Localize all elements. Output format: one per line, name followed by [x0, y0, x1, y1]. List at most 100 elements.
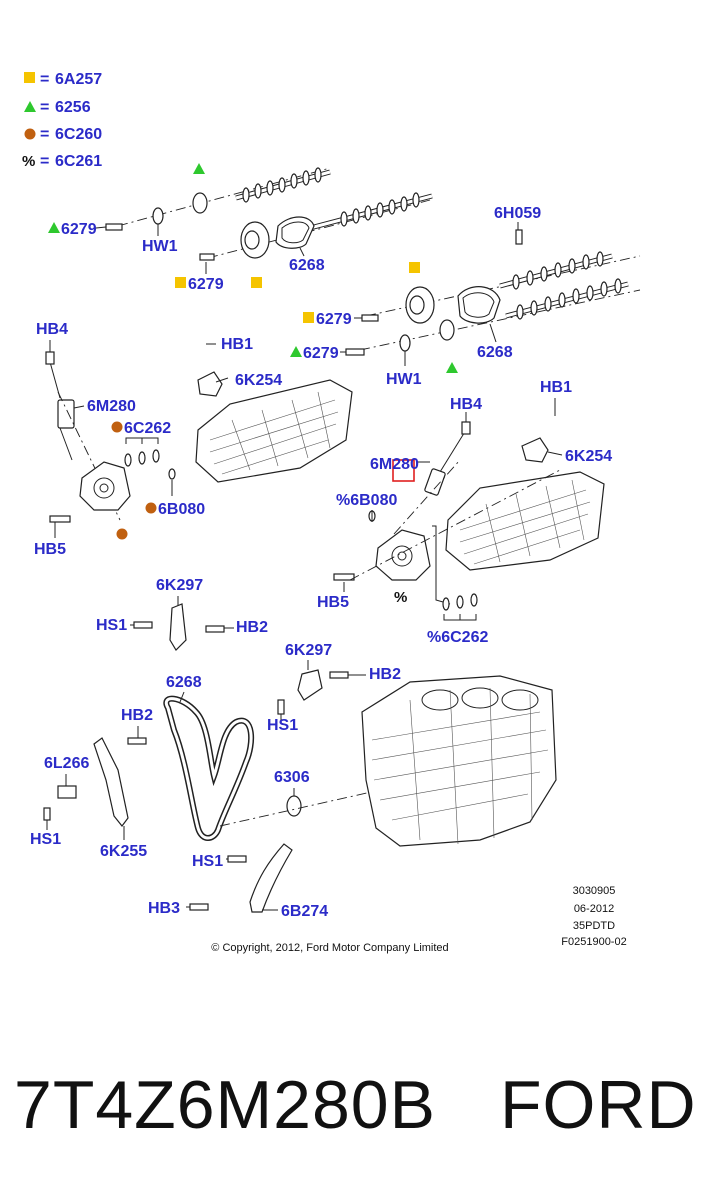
- doc-info-line3: 35PDTD: [573, 920, 615, 932]
- cylinder-head-right: [445, 437, 605, 571]
- label-hb2-c: HB2: [121, 707, 153, 724]
- legend-code-6256: 6256: [55, 99, 91, 116]
- label-6b080-left: 6B080: [158, 501, 205, 518]
- camshaft-right-upper: [309, 192, 433, 231]
- callout-markers: [48, 163, 458, 540]
- bolt-6279-r2: [345, 348, 365, 356]
- label-hs1-a: HS1: [96, 617, 127, 634]
- label-6m280-mid: 6M280: [370, 456, 419, 473]
- label-hb3: HB3: [148, 900, 180, 917]
- label-6k254-left: 6K254: [235, 372, 282, 389]
- label-6l266: 6L266: [44, 755, 89, 772]
- bolt-hb5-left: [49, 515, 71, 523]
- legend-triangle-symbol: [24, 101, 36, 112]
- cam-phaser-top: [240, 221, 270, 259]
- cam-phaser-right: [405, 286, 435, 324]
- label-hb4-left: HB4: [36, 321, 68, 338]
- label-6k297-right: 6K297: [285, 642, 332, 659]
- bolt-6279-r1: [361, 314, 379, 322]
- marker-circle-housing: [116, 528, 128, 540]
- crank-sprocket-6306: [286, 795, 302, 817]
- label-6b080-mid: %6B080: [336, 492, 397, 509]
- brand-name: FORD: [500, 1067, 697, 1143]
- vct-housing-left: [45, 351, 176, 523]
- legend-code-6c260: 6C260: [55, 126, 102, 143]
- label-6h059: 6H059: [494, 205, 541, 222]
- legend-circle-symbol: [24, 128, 36, 140]
- label-6279-r1: 6279: [316, 311, 352, 328]
- label-hb4-mid: HB4: [450, 396, 482, 413]
- label-6c262-mid: %6C262: [427, 629, 488, 646]
- label-6k297-left: 6K297: [156, 577, 203, 594]
- bolt-6279-top: [105, 223, 123, 231]
- washer-hw1-top: [152, 207, 164, 225]
- vct-solenoid-6m280-mid: [424, 468, 446, 496]
- cylinder-head-left: [195, 371, 353, 483]
- label-hb1-right: HB1: [540, 379, 572, 396]
- marker-square-phaser-top: [251, 277, 262, 288]
- bracket-6k254-right: [521, 437, 549, 463]
- label-hb2-a: HB2: [236, 619, 268, 636]
- vct-housing-mid: [333, 421, 561, 621]
- label-6306: 6306: [274, 769, 310, 786]
- tensioner-6l266: [43, 785, 77, 821]
- timing-chain-6268: [163, 695, 255, 841]
- bracket-6k254-left: [197, 371, 223, 397]
- label-6k254-right: 6K254: [565, 448, 612, 465]
- marker-triangle-6279-top: [48, 222, 60, 233]
- marker-square-phaser-right: [409, 262, 420, 273]
- legend: = 6A257 = 6256 = 6C260 % = 6C261: [22, 71, 102, 170]
- legend-code-6a257: 6A257: [55, 71, 102, 88]
- label-6279-top: 6279: [61, 221, 97, 238]
- label-6268-right: 6268: [477, 344, 513, 361]
- label-6268-chain: 6268: [166, 674, 202, 691]
- legend-percent-symbol: %: [22, 153, 35, 170]
- washer-hw1-right: [399, 334, 411, 352]
- engine-block: [361, 675, 557, 847]
- legend-code-6c261: 6C261: [55, 153, 102, 170]
- marker-square-6279-r1: [303, 312, 314, 323]
- leader-lines: [46, 222, 563, 911]
- marker-circle-6c262: [111, 421, 123, 433]
- chain-guide-6k297-left: [133, 603, 225, 651]
- camshaft-right-b: [505, 278, 629, 320]
- marker-square-6279-mid: [175, 277, 186, 288]
- tensioner-arm-6k255: [93, 737, 147, 827]
- chain-guide-6k297-right: [277, 669, 349, 715]
- label-6268-top: 6268: [289, 257, 325, 274]
- label-6k255: 6K255: [100, 843, 147, 860]
- label-6279-mid: 6279: [188, 276, 224, 293]
- label-hw1-right: HW1: [386, 371, 422, 388]
- doc-info-line2: 06-2012: [574, 903, 614, 915]
- label-hs1-c: HS1: [30, 831, 61, 848]
- cam-sprocket-top: [192, 192, 208, 214]
- legend-square-symbol: [24, 72, 35, 83]
- label-6279-r2: 6279: [303, 345, 339, 362]
- part-number: 7T4Z6M280B: [14, 1067, 436, 1143]
- legend-eq-1: =: [40, 71, 49, 88]
- upper-camshaft-assembly: [105, 167, 523, 261]
- label-percent-mid: %: [394, 589, 407, 606]
- label-hb2-b: HB2: [369, 666, 401, 683]
- label-hw1-top: HW1: [142, 238, 178, 255]
- vct-solenoid-6m280-left: [57, 399, 75, 461]
- label-hb5-left: HB5: [34, 541, 66, 558]
- legend-eq-4: =: [40, 153, 49, 170]
- highlight-box-6m280: [392, 459, 415, 482]
- doc-info-line1: 3030905: [573, 885, 616, 897]
- label-hb1-left: HB1: [221, 336, 253, 353]
- cam-sprocket-right: [439, 319, 455, 341]
- marker-triangle-6279-r2: [290, 346, 302, 357]
- camshaft-left-upper: [235, 167, 331, 203]
- label-hs1-d: HS1: [192, 853, 223, 870]
- legend-eq-3: =: [40, 126, 49, 143]
- label-hs1-b: HS1: [267, 717, 298, 734]
- callout-labels: 6279 HW1 6279 6268 6H059 6279 6279 HW1 6…: [30, 205, 612, 920]
- right-camshaft-assembly: [345, 251, 641, 356]
- marker-circle-6b080: [145, 502, 157, 514]
- copyright-notice: © Copyright, 2012, Ford Motor Company Li…: [211, 942, 448, 954]
- label-6b274: 6B274: [281, 903, 328, 920]
- legend-eq-2: =: [40, 99, 49, 116]
- marker-triangle-sprocket-right: [446, 362, 458, 373]
